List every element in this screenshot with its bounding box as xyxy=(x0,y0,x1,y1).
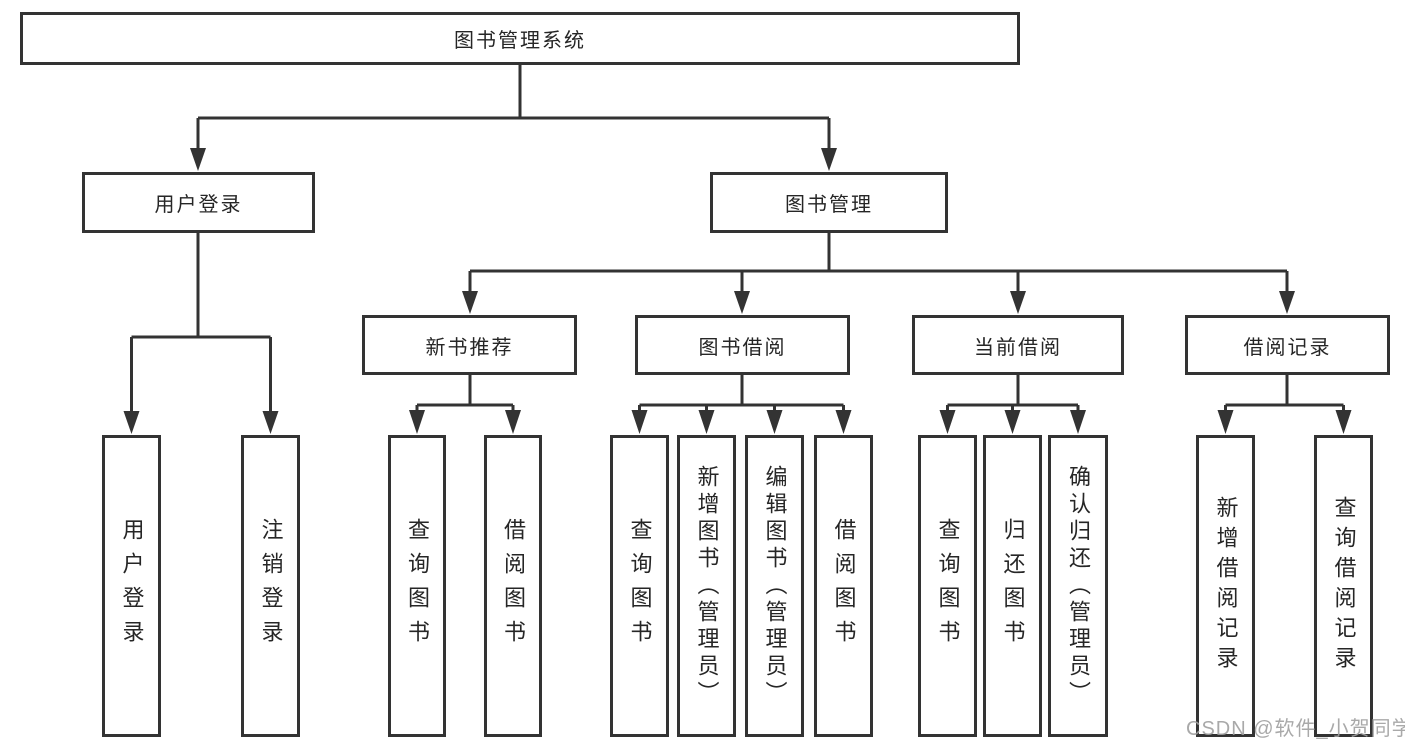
arrow-bb-add xyxy=(698,410,715,434)
node-root-label: 图书管理系统 xyxy=(454,30,586,52)
arrow-records xyxy=(1279,291,1295,314)
arrow-newbook xyxy=(462,291,478,314)
leaf-rec-add-record-label: 新增借阅记录 xyxy=(1213,496,1239,676)
leaf-nb-borrow-books-label: 借阅图书 xyxy=(501,518,526,654)
arrow-borrow xyxy=(734,291,750,314)
leaf-user-login: 用户登录 xyxy=(102,435,161,737)
arrow-cb-return xyxy=(1004,410,1021,434)
arrow-leaf-login xyxy=(123,411,140,434)
leaf-cb-confirm-return-admin: 确认归还（管理员） xyxy=(1048,435,1108,737)
leaf-logout: 注销登录 xyxy=(241,435,300,737)
leaf-bb-query-books-label: 查询图书 xyxy=(627,518,653,654)
node-current-borrowing: 当前借阅 xyxy=(912,315,1124,375)
node-current-borrowing-label: 当前借阅 xyxy=(974,336,1062,359)
node-book-borrowing: 图书借阅 xyxy=(635,315,850,375)
leaf-cb-query-books-label: 查询图书 xyxy=(935,518,961,654)
arrow-rec-query xyxy=(1335,410,1352,434)
arrow-bb-borrow xyxy=(835,410,852,434)
node-user-login: 用户登录 xyxy=(82,172,315,233)
leaf-nb-borrow-books: 借阅图书 xyxy=(484,435,542,737)
leaf-nb-query-books: 查询图书 xyxy=(388,435,446,737)
leaf-cb-return-books: 归还图书 xyxy=(983,435,1042,737)
arrow-user-login xyxy=(190,148,206,171)
leaf-bb-edit-books-admin: 编辑图书（管理员） xyxy=(745,435,804,737)
leaf-cb-return-books-label: 归还图书 xyxy=(1000,518,1026,654)
arrow-bb-query xyxy=(631,410,648,434)
node-new-book-recommend-label: 新书推荐 xyxy=(425,336,514,359)
leaf-cb-query-books: 查询图书 xyxy=(918,435,977,737)
node-book-management: 图书管理 xyxy=(710,172,948,233)
arrowheads xyxy=(123,148,1352,434)
leaf-nb-query-books-label: 查询图书 xyxy=(405,518,430,654)
arrow-rec-add xyxy=(1217,410,1234,434)
leaf-cb-confirm-return-admin-label: 确认归还（管理员） xyxy=(1066,464,1091,708)
leaf-bb-edit-books-admin-label: 编辑图书（管理员） xyxy=(762,464,788,708)
arrow-cb-query xyxy=(939,410,956,434)
node-user-login-label: 用户登录 xyxy=(154,194,243,216)
arrow-bb-edit xyxy=(766,410,783,434)
leaf-bb-query-books: 查询图书 xyxy=(610,435,669,737)
node-book-borrowing-label: 图书借阅 xyxy=(698,336,787,359)
leaf-logout-label: 注销登录 xyxy=(258,518,284,654)
leaf-rec-query-record-label: 查询借阅记录 xyxy=(1331,496,1357,676)
node-book-management-label: 图书管理 xyxy=(785,194,873,216)
node-borrow-records-label: 借阅记录 xyxy=(1243,336,1332,359)
node-root-library-system: 图书管理系统 xyxy=(20,12,1020,65)
leaf-rec-query-record: 查询借阅记录 xyxy=(1314,435,1373,737)
leaf-user-login-label: 用户登录 xyxy=(119,518,145,654)
arrow-cb-confirm xyxy=(1070,410,1086,434)
leaf-bb-add-books-admin: 新增图书（管理员） xyxy=(677,435,736,737)
node-new-book-recommend: 新书推荐 xyxy=(362,315,577,375)
leaf-bb-borrow-books: 借阅图书 xyxy=(814,435,873,737)
arrow-nb-borrow xyxy=(505,410,521,434)
leaf-bb-borrow-books-label: 借阅图书 xyxy=(831,518,857,654)
leaf-bb-add-books-admin-label: 新增图书（管理员） xyxy=(694,464,720,708)
arrow-book-mgmt xyxy=(821,148,837,171)
node-borrow-records: 借阅记录 xyxy=(1185,315,1390,375)
leaf-rec-add-record: 新增借阅记录 xyxy=(1196,435,1255,737)
csdn-watermark: CSDN @软件_小贺同学 xyxy=(1186,718,1405,740)
arrow-nb-query xyxy=(409,410,425,434)
arrow-current xyxy=(1010,291,1026,314)
arrow-leaf-logout xyxy=(262,411,279,434)
